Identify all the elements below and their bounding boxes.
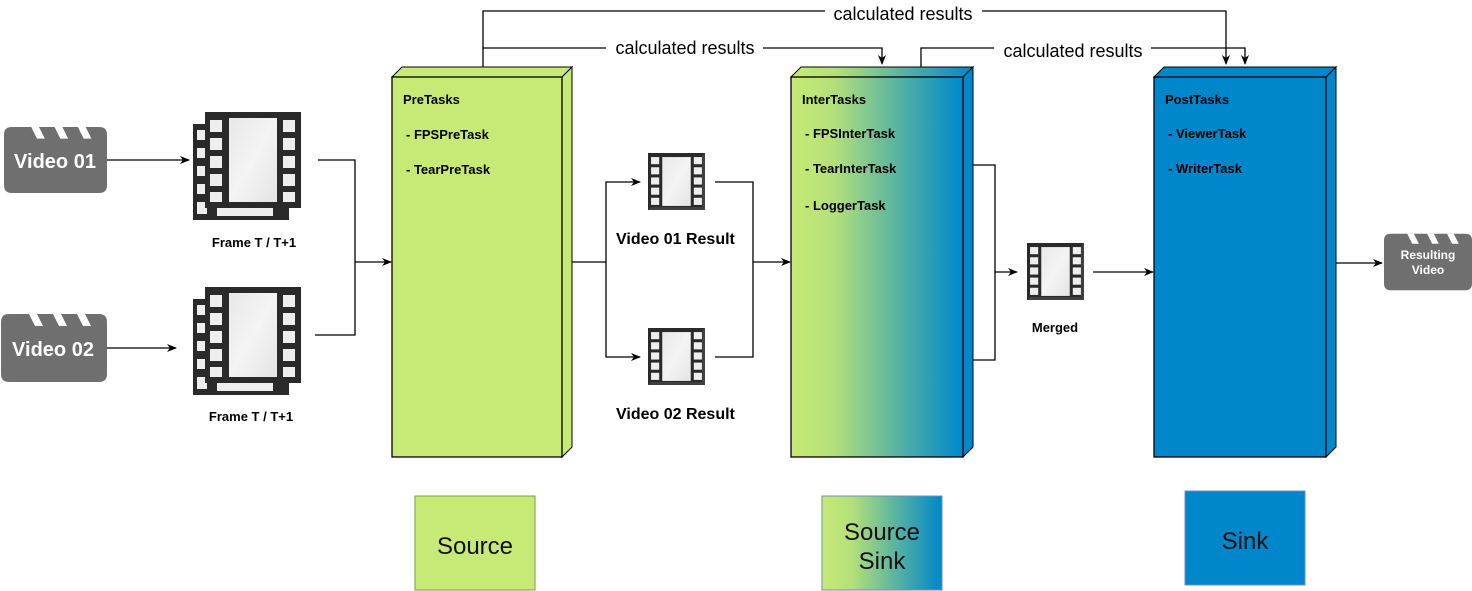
film-icon	[1027, 243, 1084, 300]
merged-result[interactable]: Merged	[1027, 243, 1084, 335]
legend-source-label: Source	[437, 533, 513, 560]
frame-stack-02[interactable]: Frame T / T+1	[193, 287, 301, 424]
video-02-result[interactable]: Video 02 Result	[616, 328, 736, 423]
legend-sink: Sink	[1184, 490, 1306, 586]
legend-source-sink: Source Sink	[821, 495, 943, 591]
legend-source: Source	[414, 495, 536, 591]
edge-label-pre-to-inter: calculated results	[615, 38, 754, 58]
input-video-01-label: Video 01	[14, 151, 96, 173]
legend-source-sink-line2: Sink	[859, 548, 907, 575]
edge-frames-merge	[315, 159, 356, 336]
input-video-02-label: Video 02	[12, 339, 94, 361]
merged-label: Merged	[1032, 320, 1078, 335]
edge-to-video01-result	[605, 178, 641, 262]
frame-stack-02-label: Frame T / T+1	[209, 409, 293, 424]
input-video-01[interactable]: Video 01	[4, 126, 107, 194]
film-stack-icon	[193, 112, 301, 220]
intertask-item: - FPSInterTask	[805, 126, 896, 141]
intertask-item: - TearInterTask	[805, 161, 897, 176]
frame-stack-01-label: Frame T / T+1	[212, 235, 296, 250]
film-icon	[648, 153, 705, 210]
edge-to-video02-result	[605, 262, 641, 361]
video-02-result-label: Video 02 Result	[616, 406, 736, 423]
pretasks-box[interactable]: PreTasks - FPSPreTask - TearPreTask	[390, 65, 574, 459]
edge-label-pre-to-post: calculated results	[833, 4, 972, 24]
posttasks-box[interactable]: PostTasks - ViewerTask - WriterTask	[1152, 65, 1338, 459]
inter-to-merged-connectors	[973, 164, 1154, 361]
posttask-item: - WriterTask	[1168, 161, 1243, 176]
film-stack-icon	[193, 287, 301, 395]
pretask-item: - FPSPreTask	[406, 127, 490, 142]
pretasks-title: PreTasks	[403, 92, 460, 107]
input-video-02[interactable]: Video 02	[1, 314, 107, 382]
film-icon	[648, 328, 705, 385]
legend-source-sink-line1: Source	[844, 519, 920, 546]
output-resulting-video[interactable]: Resulting Video	[1384, 233, 1472, 291]
clapperboard-icon	[1384, 233, 1472, 291]
video-01-result[interactable]: Video 01 Result	[616, 153, 736, 248]
intertasks-title: InterTasks	[802, 92, 866, 107]
output-label-line2: Video	[1412, 263, 1444, 277]
posttasks-title: PostTasks	[1165, 92, 1229, 107]
edge-label-inter-to-post: calculated results	[1003, 41, 1142, 61]
intertasks-box[interactable]: InterTasks - FPSInterTask - TearInterTas…	[789, 65, 975, 459]
posttask-item: - ViewerTask	[1168, 126, 1247, 141]
legend-sink-label: Sink	[1222, 528, 1270, 555]
output-label-line1: Resulting	[1401, 248, 1456, 262]
input-connectors	[107, 156, 392, 352]
frame-stack-01[interactable]: Frame T / T+1	[193, 112, 301, 250]
intertask-item: - LoggerTask	[805, 198, 886, 213]
pretask-item: - TearPreTask	[406, 162, 491, 177]
pre-to-results-connectors	[572, 178, 791, 361]
video-01-result-label: Video 01 Result	[616, 231, 736, 248]
